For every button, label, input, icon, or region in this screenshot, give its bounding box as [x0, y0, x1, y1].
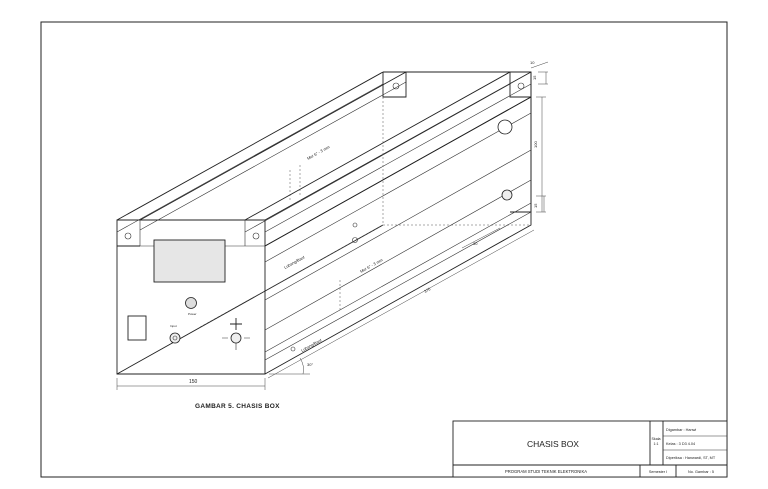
dim-15: 15 — [532, 75, 537, 80]
title-block: CHASIS BOX Skala 1:1 Digambar : Hanwi Ke… — [452, 420, 728, 478]
dim-side-15: 15 — [533, 203, 538, 208]
bottom-plate — [116, 224, 384, 375]
bottom-hole — [290, 346, 296, 352]
side-hole-large — [497, 119, 513, 135]
dim-30: 30 — [473, 241, 478, 246]
title-block-class: Kelas : 3 D3 4.04 — [666, 442, 695, 446]
top-right-rail — [244, 71, 532, 247]
title-block-checked-by: Diperiksa : Hanwardi, ST, MT — [666, 456, 716, 460]
top-hole — [352, 222, 358, 228]
rear-hole-left — [392, 82, 400, 90]
front-hole-left — [124, 232, 132, 240]
right-side-panel — [264, 96, 532, 375]
title-block-semester: Semester I — [649, 470, 667, 474]
dim-150: 150 — [189, 379, 198, 385]
title-block-scale-label: Skala — [652, 437, 661, 441]
title-block-title: CHASIS BOX — [527, 439, 579, 449]
plus-symbol — [230, 318, 242, 330]
annotation-hole-mid: Mur 6" - 3 mm — [359, 257, 384, 274]
sheet-border — [40, 21, 728, 478]
dim-angle: 30° — [307, 362, 313, 367]
power-knob — [185, 297, 197, 309]
knob-label: Power — [188, 312, 197, 316]
input-jack-right — [230, 332, 242, 344]
annotation-hole-top: Mur 6" - 3 mm — [306, 144, 331, 161]
jack-label: Input — [170, 324, 177, 328]
dim-10: 10 — [530, 60, 535, 65]
display-window — [153, 239, 226, 283]
dim-370: 370 — [423, 286, 432, 294]
switch-cutout — [127, 315, 147, 341]
title-block-drawing-no: No. Gambar : 5 — [688, 470, 714, 474]
mid-hole — [352, 237, 358, 243]
input-jack-left — [169, 332, 181, 344]
annotation-label-bottom: Lubang/Baut — [300, 337, 323, 353]
top-left-rail — [116, 71, 407, 247]
dimensions: 150 370 100 10 15 15 30 30° — [116, 60, 549, 390]
title-block-program: PROGRAM STUDI TEKNIK ELEKTRONIKA — [505, 469, 587, 474]
drawing-caption: GAMBAR 5. CHASIS BOX — [195, 403, 280, 410]
side-hole-small — [501, 189, 513, 201]
annotation-label-left: Lubang/Baut — [283, 254, 306, 270]
chassis-drawing: Power Input Mur 6" - 3 mm Lubang/Baut Mu… — [116, 60, 549, 390]
front-hole-right — [252, 232, 260, 240]
title-block-drawn-by: Digambar : Hanwi — [666, 428, 696, 432]
dim-100: 100 — [533, 141, 538, 148]
title-block-scale-value: 1:1 — [654, 442, 659, 446]
rear-hole-right — [517, 82, 525, 90]
